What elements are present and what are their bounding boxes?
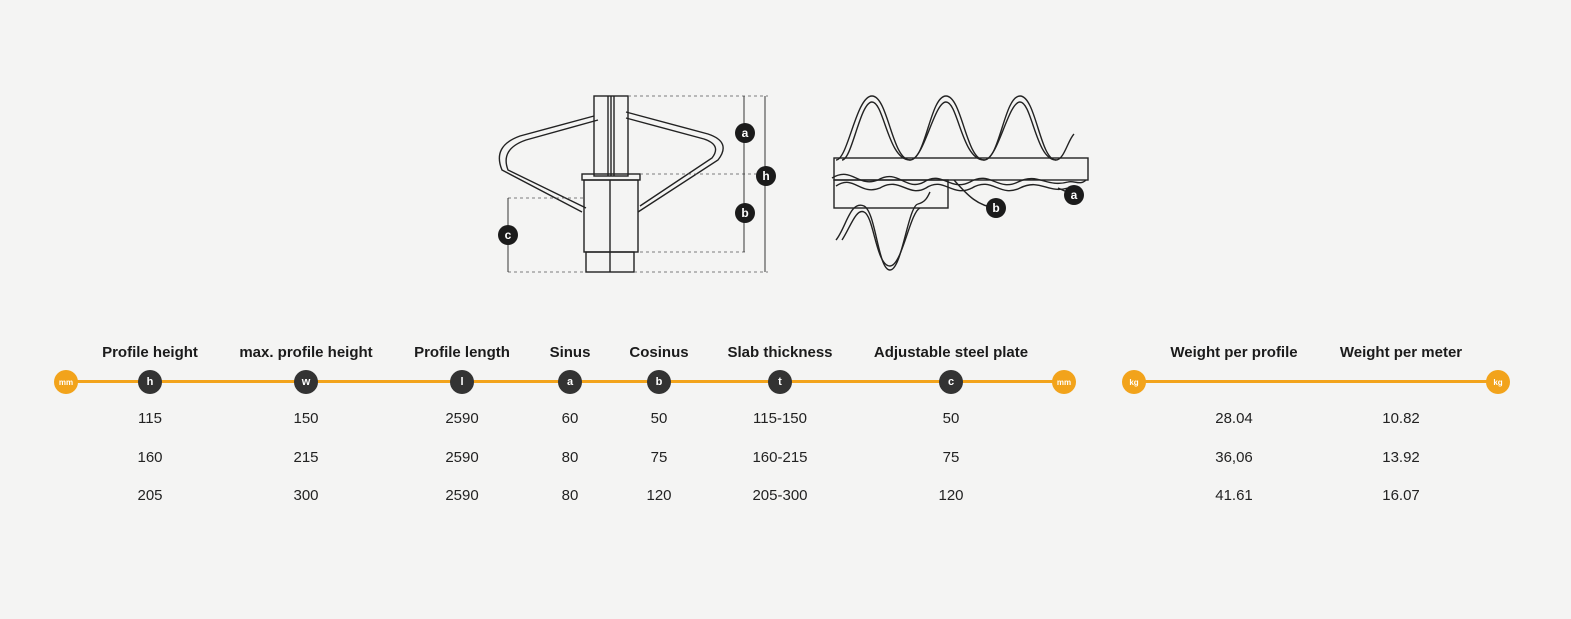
table-cell: 16.07 [1382,487,1420,504]
table-cell: 80 [561,449,579,466]
diagram-label-a: a [1064,185,1084,205]
table-cell: 160 [137,449,163,466]
symbol-c: c [939,370,963,394]
col-header-profile-height: Profile height [102,344,198,361]
symbol-a: a [558,370,582,394]
table2-axis-line [1134,380,1498,383]
table-cell: 120 [646,487,672,504]
profile-side-diagram: a h b c [490,90,790,285]
table-cell: 115 [138,410,162,427]
symbol-w: w [294,370,318,394]
table-cell: 13.92 [1382,449,1420,466]
symbol-h: h [138,370,162,394]
table2-unit-right: kg [1486,370,1510,394]
diagram-label-a: a [735,123,755,143]
table2-unit-left: kg [1122,370,1146,394]
col-header-profile-length: Profile length [414,344,510,361]
table-cell: 160-215 [752,449,808,466]
col-header-adjustable-steel-plate: Adjustable steel plate [873,344,1029,361]
symbol-b: b [647,370,671,394]
table-cell: 28.04 [1215,410,1253,427]
table-cell: 2590 [445,487,479,504]
table-cell: 215 [293,449,319,466]
diagram-label-h: h [756,166,776,186]
col-header-cosinus: Cosinus [629,344,689,361]
table-cell: 2590 [445,449,479,466]
symbol-t: t [768,370,792,394]
table1-unit-right: mm [1052,370,1076,394]
table-cell: 50 [650,410,668,427]
col-header-max-profile-height: max. profile height [239,344,373,361]
diagram-label-b: b [986,198,1006,218]
diagram-label-c: c [498,225,518,245]
col-header-weight-per-meter: Weight per meter [1339,344,1463,361]
table-cell: 300 [293,487,319,504]
table-cell: 36,06 [1215,449,1253,466]
table-cell: 75 [942,449,960,466]
diagram-label-b: b [735,203,755,223]
table-cell: 120 [938,487,964,504]
table-cell: 50 [942,410,960,427]
table-cell: 2590 [445,410,479,427]
table-cell: 75 [650,449,668,466]
table-cell: 205-300 [752,487,808,504]
col-header-sinus: Sinus [549,344,591,361]
col-header-weight-per-profile: Weight per profile [1170,344,1298,361]
table-cell: 41.61 [1215,487,1253,504]
col-header-slab-thickness: Slab thickness [727,344,833,361]
table-cell: 150 [293,410,319,427]
table-cell: 80 [561,487,579,504]
profile-wave-diagram: b a [828,88,1098,283]
table-cell: 115-150 [753,410,807,427]
table-cell: 60 [561,410,579,427]
table1-unit-left: mm [54,370,78,394]
symbol-l: l [450,370,474,394]
table-cell: 10.82 [1382,410,1420,427]
table-cell: 205 [137,487,163,504]
